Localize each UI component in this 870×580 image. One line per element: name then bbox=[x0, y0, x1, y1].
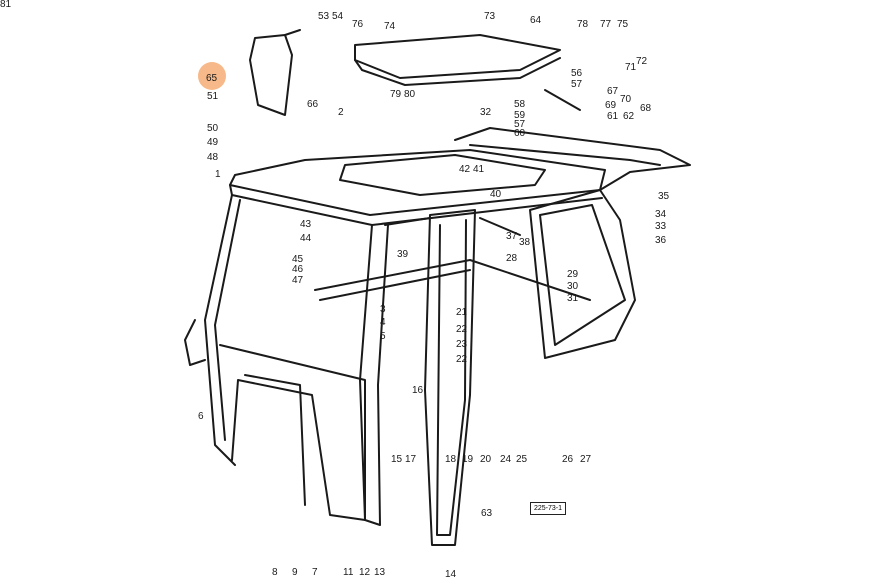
part-label: 33 bbox=[655, 221, 667, 232]
part-label: 19 bbox=[462, 454, 474, 465]
part-label: 74 bbox=[384, 21, 396, 32]
rear-frame bbox=[454, 127, 691, 191]
part-label: 53 bbox=[318, 11, 330, 22]
part-label: 50 bbox=[207, 123, 219, 134]
part-label: 62 bbox=[623, 111, 635, 122]
part-label: 17 bbox=[405, 454, 417, 465]
part-label: 1 bbox=[215, 169, 221, 180]
part-label: 34 bbox=[655, 209, 667, 220]
mirror bbox=[249, 34, 293, 116]
part-label: 79 bbox=[390, 89, 402, 100]
part-label: 68 bbox=[640, 103, 652, 114]
part-label: 12 bbox=[359, 567, 371, 578]
part-label: 70 bbox=[620, 94, 632, 105]
part-label: 9 bbox=[292, 567, 298, 578]
part-label: 77 bbox=[600, 19, 612, 30]
part-label: 2 bbox=[338, 107, 344, 118]
highlight-marker bbox=[198, 62, 226, 90]
part-label: 43 bbox=[300, 219, 312, 230]
part-label: 32 bbox=[480, 107, 492, 118]
part-label: 76 bbox=[352, 19, 364, 30]
part-label: 41 bbox=[473, 164, 485, 175]
part-label: 44 bbox=[300, 233, 312, 244]
part-label: 36 bbox=[655, 235, 667, 246]
part-label: 60 bbox=[514, 128, 526, 139]
part-label: 46 bbox=[292, 264, 304, 275]
part-label: 78 bbox=[577, 19, 589, 30]
rear-right-frame bbox=[529, 189, 636, 359]
roof bbox=[229, 149, 606, 216]
part-label: 64 bbox=[530, 15, 542, 26]
part-label: 37 bbox=[506, 231, 518, 242]
part-label: 13 bbox=[374, 567, 386, 578]
part-label: 16 bbox=[412, 385, 424, 396]
part-label: 21 bbox=[456, 307, 468, 318]
part-label: 69 bbox=[605, 100, 617, 111]
part-label: 40 bbox=[490, 189, 502, 200]
part-label: 4 bbox=[380, 317, 386, 328]
part-label: 39 bbox=[397, 249, 409, 260]
part-label: 14 bbox=[445, 569, 457, 580]
left-frame bbox=[204, 194, 236, 466]
part-label: 42 bbox=[459, 164, 471, 175]
door bbox=[424, 209, 476, 546]
part-label: 56 bbox=[571, 68, 583, 79]
roof-hatch bbox=[354, 34, 561, 79]
part-label: 73 bbox=[484, 11, 496, 22]
part-label: 51 bbox=[207, 91, 219, 102]
part-label: 67 bbox=[607, 86, 619, 97]
part-label: 75 bbox=[617, 19, 629, 30]
part-label: 63 bbox=[481, 508, 493, 519]
sunroof-opening bbox=[339, 154, 546, 196]
part-label: 57 bbox=[514, 119, 526, 130]
part-label: 71 bbox=[625, 62, 637, 73]
part-label: 22 bbox=[456, 324, 468, 335]
side-panel bbox=[219, 344, 366, 521]
part-label: 48 bbox=[207, 152, 219, 163]
part-label: 35 bbox=[658, 191, 670, 202]
front-post bbox=[359, 224, 389, 526]
part-label: 58 bbox=[514, 99, 526, 110]
part-label: 23 bbox=[456, 339, 468, 350]
part-label: 65 bbox=[206, 73, 218, 84]
part-label: 8 bbox=[272, 567, 278, 578]
part-label: 24 bbox=[500, 454, 512, 465]
part-label: 54 bbox=[332, 11, 344, 22]
part-label: 3 bbox=[380, 304, 386, 315]
part-label: 15 bbox=[391, 454, 403, 465]
part-label: 20 bbox=[480, 454, 492, 465]
part-label: 26 bbox=[562, 454, 574, 465]
part-label: 11 bbox=[343, 567, 354, 578]
part-label: 49 bbox=[207, 137, 219, 148]
part-label: 18 bbox=[445, 454, 457, 465]
part-label: 38 bbox=[519, 237, 531, 248]
part-label: 28 bbox=[506, 253, 518, 264]
part-label: 45 bbox=[292, 254, 304, 265]
part-label: 27 bbox=[580, 454, 592, 465]
part-label: 6 bbox=[198, 411, 204, 422]
part-label: 47 bbox=[292, 275, 304, 286]
part-label: 7 bbox=[312, 567, 318, 578]
part-label: 81 bbox=[0, 0, 12, 10]
part-label: 66 bbox=[307, 99, 319, 110]
reference-code: 225-73-1 bbox=[530, 502, 567, 515]
part-label: 29 bbox=[567, 269, 579, 280]
part-label: 5 bbox=[380, 331, 386, 342]
part-label: 80 bbox=[404, 89, 416, 100]
part-label: 61 bbox=[607, 111, 619, 122]
part-label: 22 bbox=[456, 354, 468, 365]
part-label: 30 bbox=[567, 281, 579, 292]
part-label: 59 bbox=[514, 110, 526, 121]
part-label: 72 bbox=[636, 56, 648, 67]
part-label: 57 bbox=[571, 79, 583, 90]
part-label: 31 bbox=[567, 293, 579, 304]
part-label: 25 bbox=[516, 454, 528, 465]
